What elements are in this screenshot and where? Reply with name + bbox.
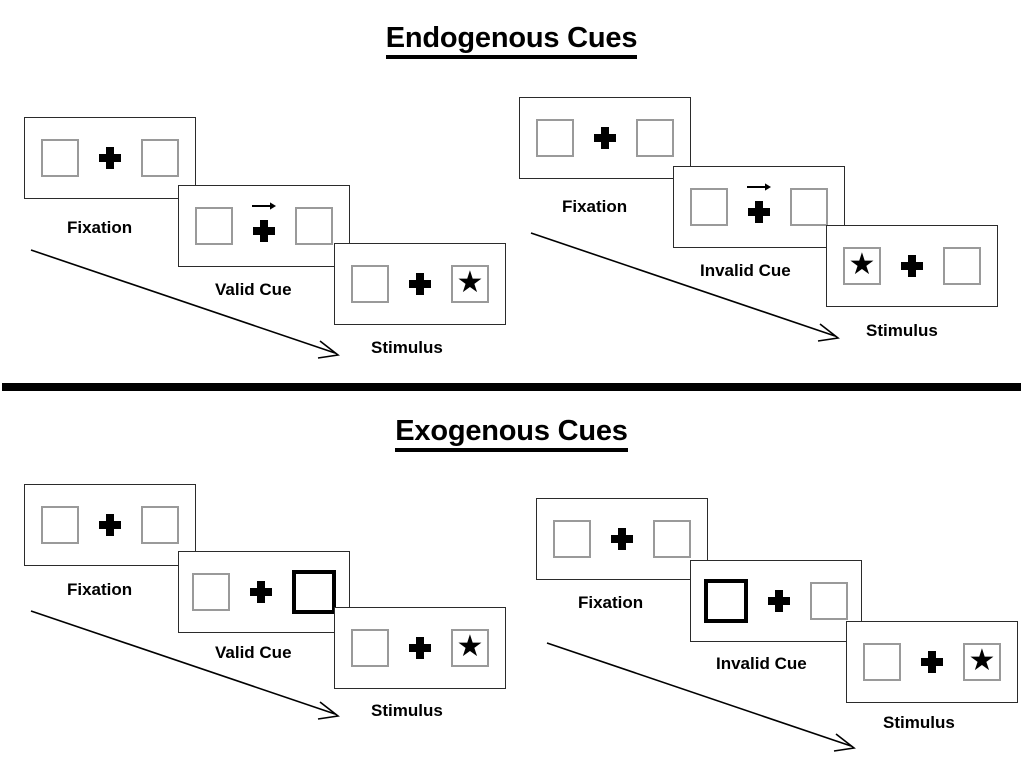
placeholder-box-right xyxy=(141,139,179,177)
fixation-cross-icon xyxy=(921,651,943,673)
placeholder-box-left xyxy=(690,188,728,226)
fixation-center xyxy=(248,569,274,615)
fixation-center xyxy=(919,639,945,685)
target-star-icon: ★ xyxy=(456,266,484,299)
placeholder-box-left xyxy=(195,207,233,245)
panel-exogenous-valid-cue xyxy=(178,551,350,633)
caption-endogenous-invalid-cue: Invalid Cue xyxy=(700,261,791,280)
target-star-icon: ★ xyxy=(848,248,876,281)
caption-endogenous-invalid-fixation: Fixation xyxy=(562,197,628,216)
panel-endogenous-valid-stimulus: ★ xyxy=(334,243,506,325)
panel-endogenous-invalid-stimulus: ★ xyxy=(826,225,998,307)
arrow-right-icon xyxy=(747,183,771,191)
section-title-exogenous: Exogenous Cues xyxy=(0,415,1023,452)
fixation-center xyxy=(97,502,123,548)
fixation-center xyxy=(592,115,618,161)
section-title-exogenous-text: Exogenous Cues xyxy=(395,415,628,452)
placeholder-box-left xyxy=(351,265,389,303)
cued-box-right xyxy=(292,570,336,614)
placeholder-box-left xyxy=(192,573,230,611)
panel-content xyxy=(25,118,195,198)
panel-endogenous-valid-fixation xyxy=(24,117,196,199)
placeholder-box-right xyxy=(636,119,674,157)
placeholder-box-right xyxy=(653,520,691,558)
panel-content xyxy=(179,186,349,266)
caption-exogenous-valid-stimulus: Stimulus xyxy=(371,701,443,720)
fixation-cross-icon xyxy=(611,528,633,550)
panel-content: ★ xyxy=(335,244,505,324)
fixation-cross-icon xyxy=(250,581,272,603)
fixation-cross-icon xyxy=(409,637,431,659)
placeholder-box-right xyxy=(943,247,981,285)
target-star-icon: ★ xyxy=(456,630,484,663)
panel-exogenous-valid-stimulus: ★ xyxy=(334,607,506,689)
section-title-endogenous-text: Endogenous Cues xyxy=(385,22,637,59)
panel-content xyxy=(674,167,844,247)
placeholder-box-left xyxy=(863,643,901,681)
fixation-cross-icon xyxy=(253,219,275,242)
fixation-cross-icon xyxy=(748,200,770,223)
fixation-center xyxy=(97,135,123,181)
target-star-icon: ★ xyxy=(968,644,996,677)
section-title-endogenous: Endogenous Cues xyxy=(0,22,1023,59)
placeholder-box-right-target: ★ xyxy=(451,629,489,667)
section-divider xyxy=(2,383,1021,391)
fixation-cross-icon xyxy=(99,514,121,536)
placeholder-box-right xyxy=(790,188,828,226)
fixation-center xyxy=(899,243,925,289)
placeholder-box-left xyxy=(351,629,389,667)
caption-exogenous-invalid-cue: Invalid Cue xyxy=(716,654,807,673)
caption-endogenous-invalid-stimulus: Stimulus xyxy=(866,321,938,340)
fixation-center xyxy=(609,516,635,562)
panel-endogenous-valid-cue xyxy=(178,185,350,267)
panel-content: ★ xyxy=(847,622,1017,702)
panel-exogenous-invalid-cue xyxy=(690,560,862,642)
placeholder-box-left xyxy=(41,506,79,544)
fixation-cross-icon xyxy=(594,127,616,149)
panel-content: ★ xyxy=(335,608,505,688)
caption-endogenous-valid-cue: Valid Cue xyxy=(215,280,292,299)
fixation-center xyxy=(766,578,792,624)
caption-exogenous-valid-cue: Valid Cue xyxy=(215,643,292,662)
placeholder-box-left-target: ★ xyxy=(843,247,881,285)
fixation-center xyxy=(407,625,433,671)
placeholder-box-right xyxy=(295,207,333,245)
placeholder-box-right xyxy=(810,582,848,620)
arrow-right-icon xyxy=(252,202,276,210)
fixation-cross-icon xyxy=(901,255,923,277)
panel-content xyxy=(537,499,707,579)
caption-exogenous-invalid-fixation: Fixation xyxy=(578,593,644,612)
fixation-cross-icon xyxy=(409,273,431,295)
time-arrow-exogenous-invalid xyxy=(546,642,856,752)
fixation-cross-icon xyxy=(99,147,121,169)
caption-endogenous-valid-stimulus: Stimulus xyxy=(371,338,443,357)
placeholder-box-left xyxy=(536,119,574,157)
placeholder-box-left xyxy=(553,520,591,558)
panel-content xyxy=(25,485,195,565)
panel-exogenous-invalid-fixation xyxy=(536,498,708,580)
placeholder-box-right-target: ★ xyxy=(451,265,489,303)
panel-content xyxy=(179,552,349,632)
panel-content: ★ xyxy=(827,226,997,306)
panel-content xyxy=(520,98,690,178)
fixation-center xyxy=(407,261,433,307)
placeholder-box-left xyxy=(41,139,79,177)
placeholder-box-right-target: ★ xyxy=(963,643,1001,681)
caption-endogenous-valid-fixation: Fixation xyxy=(67,218,133,237)
panel-exogenous-invalid-stimulus: ★ xyxy=(846,621,1018,703)
panel-content xyxy=(691,561,861,641)
panel-endogenous-invalid-cue xyxy=(673,166,845,248)
caption-exogenous-invalid-stimulus: Stimulus xyxy=(883,713,955,732)
fixation-center xyxy=(251,202,277,249)
fixation-cross-icon xyxy=(768,590,790,612)
fixation-center xyxy=(746,183,772,230)
caption-exogenous-valid-fixation: Fixation xyxy=(67,580,133,599)
placeholder-box-right xyxy=(141,506,179,544)
panel-endogenous-invalid-fixation xyxy=(519,97,691,179)
panel-exogenous-valid-fixation xyxy=(24,484,196,566)
cued-box-left xyxy=(704,579,748,623)
